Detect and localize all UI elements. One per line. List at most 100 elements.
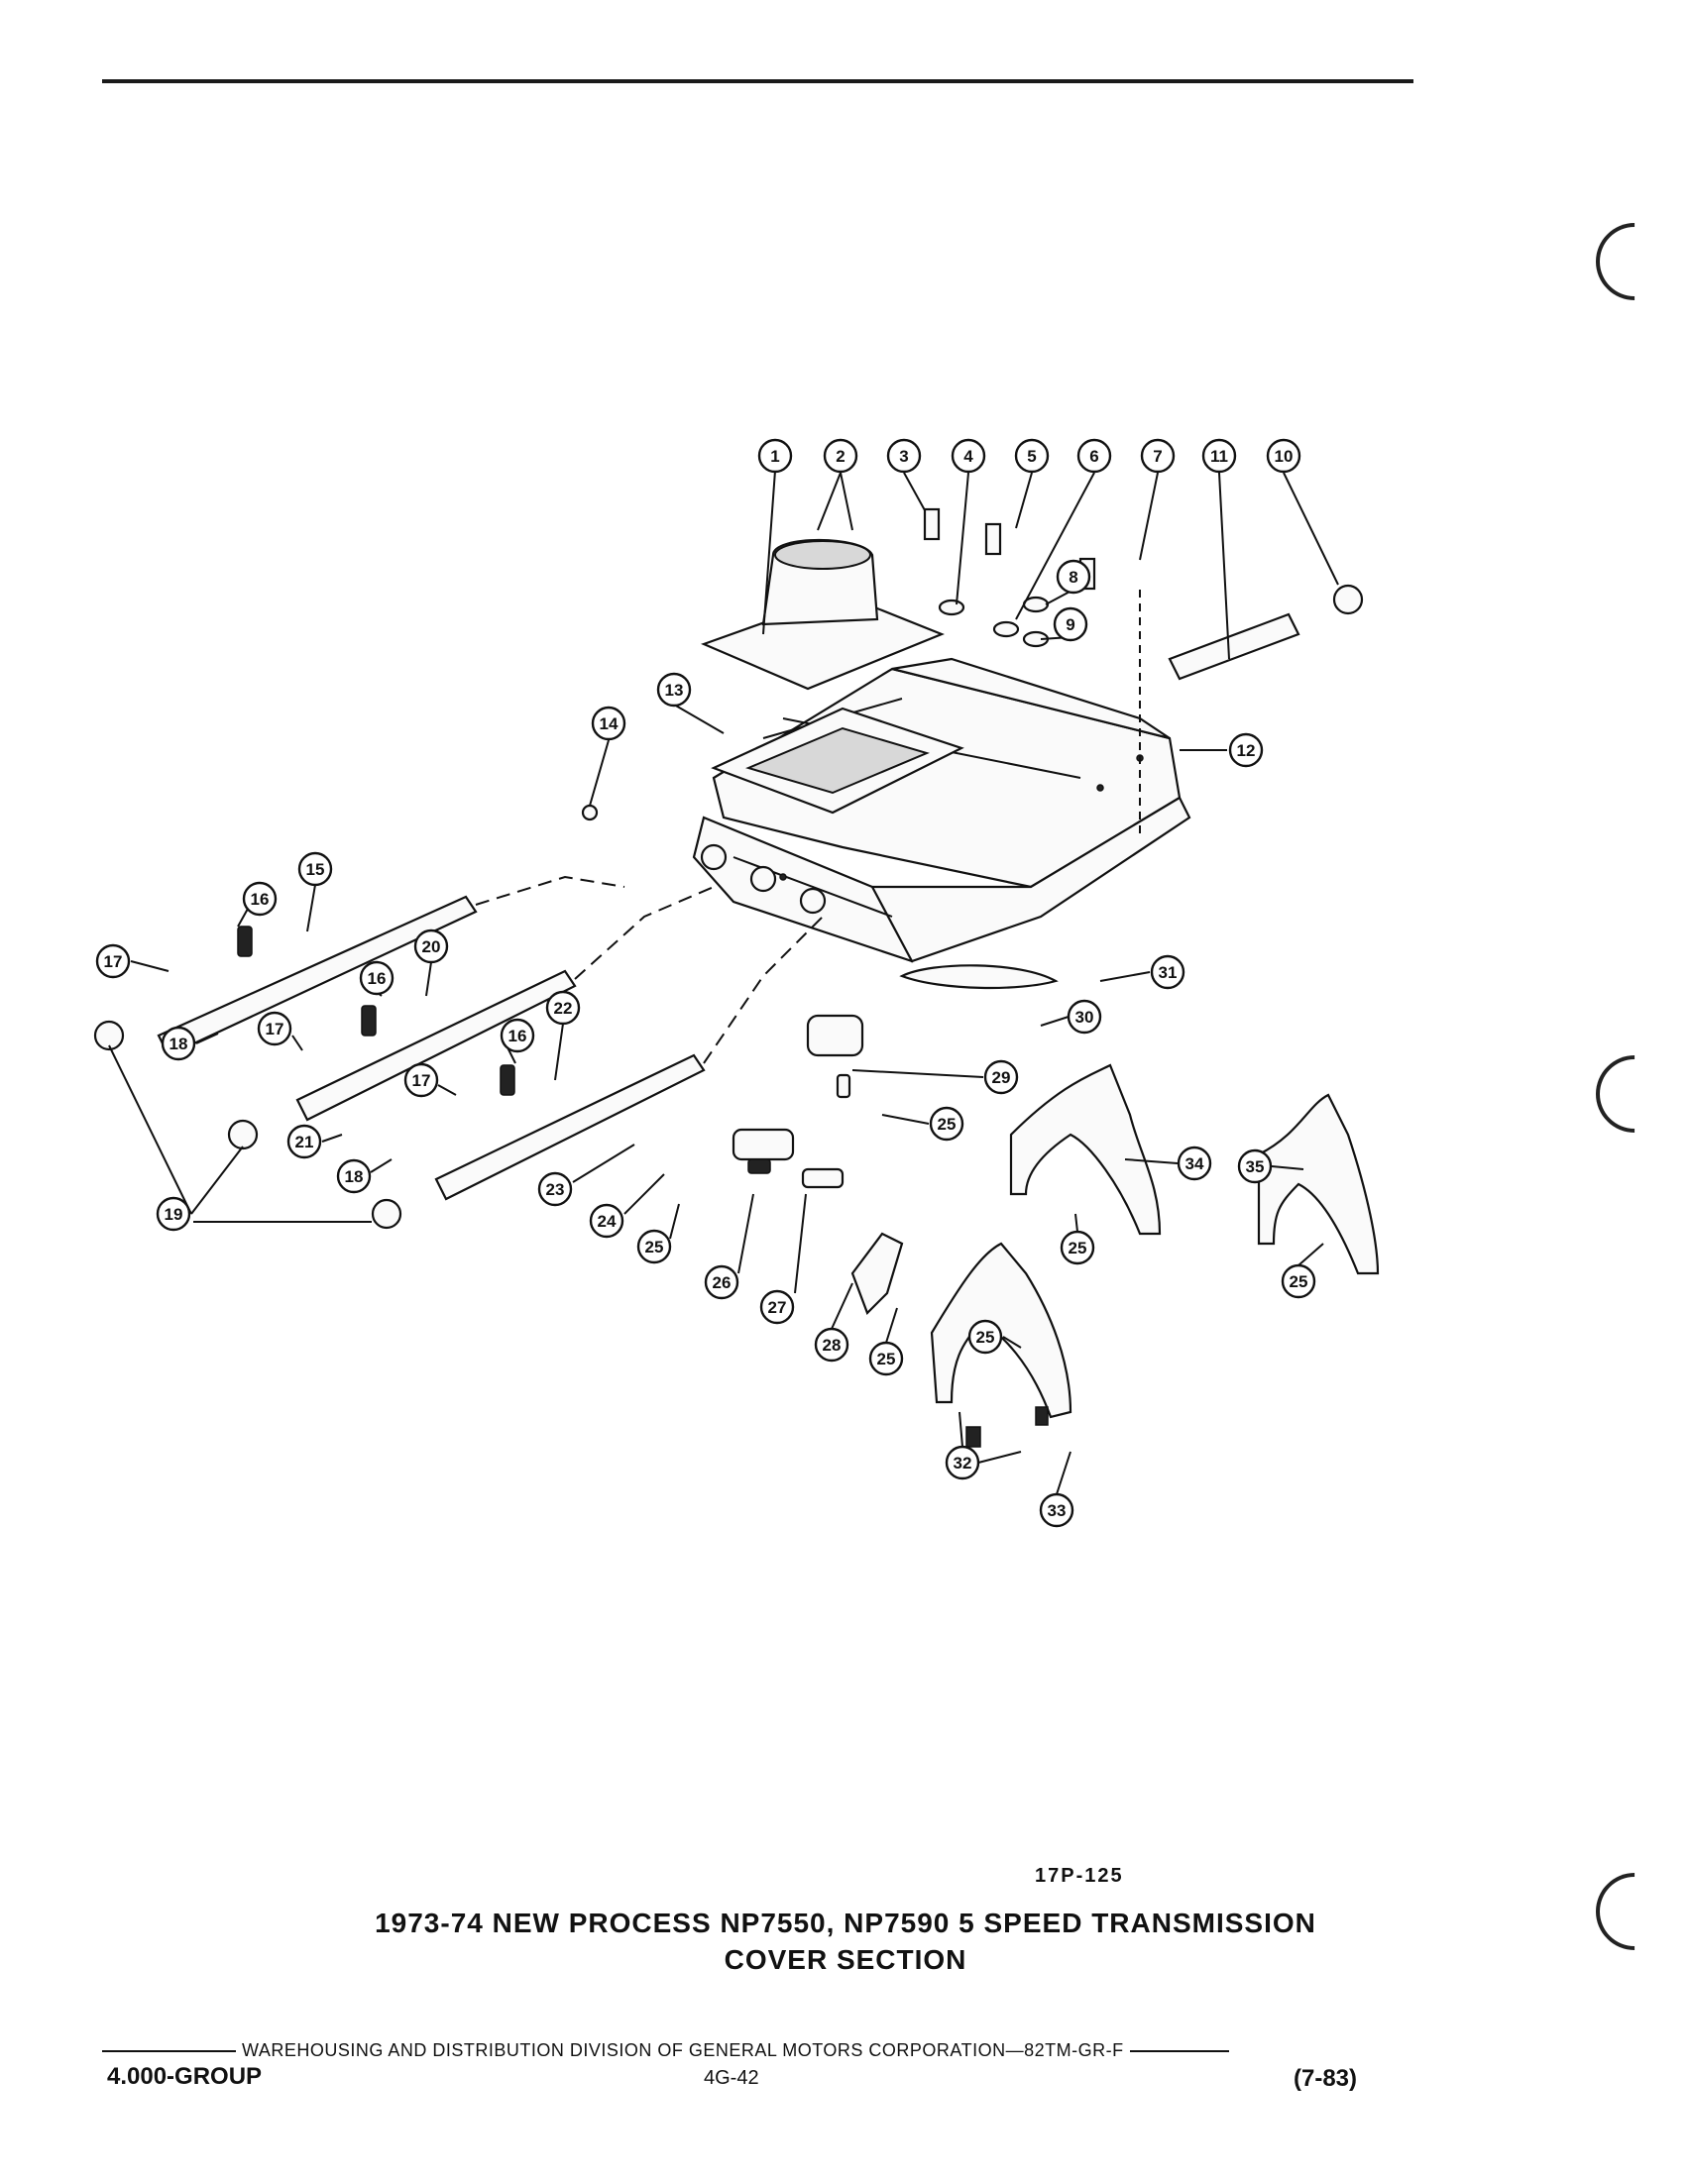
callout-circle	[359, 960, 395, 996]
shift-forks	[850, 1063, 1380, 1419]
callout-c13: 13	[656, 672, 692, 708]
callout-label: 28	[823, 1336, 842, 1355]
callout-c7: 7	[1140, 438, 1176, 474]
callout-label: 32	[954, 1454, 972, 1473]
callout-c22: 22	[545, 990, 581, 1026]
callout-label: 18	[169, 1035, 188, 1053]
callout-c15: 15	[297, 851, 333, 887]
callout-c4: 4	[951, 438, 986, 474]
footer-rule-left	[102, 2049, 236, 2052]
callout-c12: 12	[1228, 732, 1264, 768]
callout-circle	[814, 1327, 849, 1363]
callout-label: 8	[1069, 568, 1077, 587]
callout-circle	[1177, 1146, 1212, 1181]
callout-label: 11	[1210, 447, 1228, 466]
leader-lines	[108, 470, 1339, 1495]
callout-c17c: 17	[403, 1062, 439, 1098]
shift-rails	[157, 612, 1300, 1201]
callout-c17b: 17	[257, 1011, 292, 1046]
callout-label: 19	[165, 1205, 183, 1224]
callout-c17a: 17	[95, 943, 131, 979]
callout-label: 4	[963, 447, 973, 466]
callout-label: 34	[1185, 1154, 1204, 1173]
callout-label: 9	[1066, 615, 1074, 634]
callout-circle	[286, 1124, 322, 1159]
callout-c25f: 25	[967, 1319, 1003, 1355]
callout-label: 1	[770, 447, 779, 466]
callout-label: 10	[1275, 447, 1294, 466]
callout-circle	[1237, 1148, 1273, 1184]
callout-label: 7	[1153, 447, 1162, 466]
gasket	[711, 707, 964, 815]
callout-label: 17	[266, 1020, 284, 1038]
callout-circle	[589, 1203, 624, 1239]
callout-label: 22	[554, 999, 573, 1018]
callout-circle	[1060, 1230, 1095, 1265]
callout-circle	[1150, 954, 1185, 990]
callout-circle	[886, 438, 922, 474]
callout-circle	[297, 851, 333, 887]
callout-circle	[413, 928, 449, 964]
footer-group: 4.000-GROUP	[107, 2063, 263, 2090]
callout-c27: 27	[759, 1289, 795, 1325]
callout-c6: 6	[1076, 438, 1112, 474]
callout-c14: 14	[591, 706, 626, 741]
callout-c19: 19	[156, 1196, 191, 1232]
callout-c31: 31	[1150, 954, 1185, 990]
callout-c21: 21	[286, 1124, 322, 1159]
callout-label: 25	[1069, 1239, 1087, 1257]
callout-label: 17	[412, 1071, 431, 1090]
callout-label: 20	[422, 937, 441, 956]
callout-circle	[500, 1018, 535, 1053]
callout-label: 31	[1159, 963, 1178, 982]
callout-c10: 10	[1266, 438, 1301, 474]
figure-title-line1: 1973-74 NEW PROCESS NP7550, NP7590 5 SPE…	[375, 1908, 1316, 1938]
callout-circle	[868, 1341, 904, 1376]
callout-label: 6	[1089, 447, 1098, 466]
callout-c28: 28	[814, 1327, 849, 1363]
callout-label: 17	[104, 952, 123, 971]
callout-label: 13	[665, 681, 684, 700]
callout-circle	[1281, 1263, 1316, 1299]
callout-c34: 34	[1177, 1146, 1212, 1181]
callout-circle	[1266, 438, 1301, 474]
callout-c25c: 25	[1060, 1230, 1095, 1265]
callout-c18a: 18	[161, 1026, 196, 1061]
callout-circle	[1056, 559, 1091, 595]
callout-label: 25	[938, 1115, 957, 1134]
callout-c1: 1	[757, 438, 793, 474]
callout-c16b: 16	[359, 960, 395, 996]
callout-label: 30	[1075, 1008, 1094, 1027]
shift-tower	[700, 538, 945, 691]
callout-circle	[156, 1196, 191, 1232]
callout-label: 3	[899, 447, 908, 466]
callout-c3: 3	[886, 438, 922, 474]
callout-circle	[1067, 999, 1102, 1035]
callout-circle	[1014, 438, 1050, 474]
callout-label: 25	[976, 1328, 995, 1347]
callout-label: 14	[600, 714, 619, 733]
callout-circle	[951, 438, 986, 474]
callout-c2: 2	[823, 438, 858, 474]
callout-circle	[757, 438, 793, 474]
callout-label: 12	[1237, 741, 1256, 760]
figure-code: 17P-125	[1035, 1865, 1124, 1887]
callout-c32: 32	[945, 1445, 980, 1480]
callout-label: 29	[992, 1068, 1011, 1087]
callout-circle	[967, 1319, 1003, 1355]
callout-circle	[1140, 438, 1176, 474]
callout-label: 16	[368, 969, 387, 988]
callout-label: 27	[768, 1298, 787, 1317]
callout-c33: 33	[1039, 1492, 1074, 1528]
callout-c8: 8	[1056, 559, 1091, 595]
footer-rule-right	[1129, 2049, 1229, 2052]
callout-c25a: 25	[636, 1229, 672, 1264]
callout-circle	[945, 1445, 980, 1480]
footer-org-text: WAREHOUSING AND DISTRIBUTION DIVISION OF…	[242, 2040, 1124, 2060]
callout-c25b: 25	[929, 1106, 964, 1142]
callout-c18b: 18	[336, 1158, 372, 1194]
cover-housing	[692, 657, 1191, 963]
callout-label: 25	[877, 1350, 896, 1368]
